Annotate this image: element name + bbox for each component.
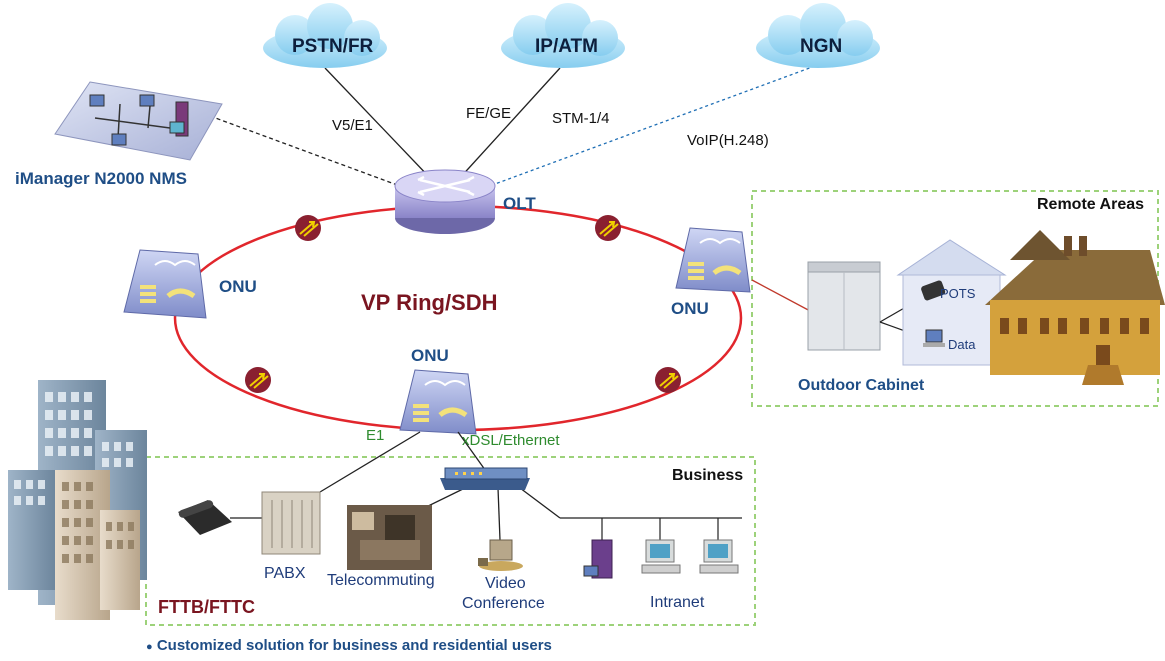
- link-switch-intranet: [519, 487, 561, 519]
- server-icon: [583, 539, 613, 579]
- intranet-pc-icon: [641, 539, 681, 574]
- pstn-cloud-icon: [263, 3, 387, 68]
- olt-label: OLT: [503, 194, 536, 213]
- remote-areas-title: Remote Areas: [1037, 196, 1145, 213]
- ipatm-cloud-label: IP/ATM: [535, 36, 598, 57]
- telecommuting-photo: [347, 505, 432, 570]
- footer-text: Customized solution for business and res…: [156, 637, 552, 654]
- business-title: Business: [672, 467, 744, 484]
- onu-bottom-label: ONU: [411, 346, 449, 365]
- pc-icon: [923, 329, 945, 347]
- ngn-cloud-label: NGN: [800, 36, 843, 57]
- pabx-cabinet-icon: [261, 491, 321, 555]
- fttb-label: FTTB/FTTC: [158, 597, 255, 617]
- desk-phone-icon: [178, 500, 232, 535]
- stm-link-label: STM-1/4: [552, 110, 610, 127]
- onu-right-label: ONU: [671, 299, 709, 318]
- ring-repeater-icon: [245, 367, 271, 393]
- voip-link-label: VoIP(H.248): [687, 132, 769, 149]
- onu-right-icon: [675, 227, 751, 293]
- ngn-cloud-icon: [756, 3, 880, 68]
- residential-house-icon: [985, 230, 1165, 385]
- phone-icon: [921, 280, 946, 301]
- link-onu-cabinet: [751, 279, 813, 313]
- ring-label: VP Ring/SDH: [361, 290, 498, 315]
- v5-link-label: V5/E1: [332, 117, 373, 134]
- nms-network-icon: [54, 81, 223, 161]
- link-ipatm-olt: [457, 67, 561, 181]
- house-outline-icon: [896, 239, 1007, 366]
- link-onu-pabx: [319, 431, 421, 493]
- office-buildings-icon: [8, 380, 147, 620]
- intranet-pc-icon: [699, 539, 739, 574]
- ethernet-switch-icon: [440, 467, 530, 490]
- footer-note: ● Customized solution for business and r…: [146, 638, 552, 653]
- link-ngn-olt: [494, 65, 816, 185]
- link-pstn-olt: [324, 67, 433, 181]
- nms-label: iManager N2000 NMS: [15, 169, 187, 188]
- data-label: Data: [948, 337, 976, 352]
- xdsl-link-label: xDSL/Ethernet: [462, 432, 560, 449]
- onu-left-label: ONU: [219, 277, 257, 296]
- video-conference-icon: [478, 539, 523, 571]
- ring-repeater-icon: [655, 367, 681, 393]
- pabx-label: PABX: [264, 565, 306, 582]
- video-label-line2: Conference: [462, 595, 545, 612]
- e1-link-label: E1: [366, 427, 385, 444]
- pots-label: POTS: [940, 286, 976, 301]
- link-switch-video: [497, 487, 501, 541]
- link-nms-olt: [209, 115, 401, 187]
- intranet-label: Intranet: [650, 594, 705, 611]
- bullet-icon: ●: [146, 641, 153, 653]
- fege-link-label: FE/GE: [466, 105, 512, 122]
- pstn-cloud-label: PSTN/FR: [292, 36, 374, 57]
- onu-left-icon: [123, 249, 207, 319]
- onu-bottom-icon: [399, 369, 477, 435]
- ring-repeater-icon: [595, 215, 621, 241]
- ring-repeater-icon: [295, 215, 321, 241]
- link-onu-switch: [457, 431, 489, 475]
- video-label-line1: Video: [485, 575, 526, 592]
- olt-router-icon: [394, 169, 496, 234]
- ipatm-cloud-icon: [501, 3, 625, 68]
- telecommuting-label: Telecommuting: [327, 572, 435, 589]
- outdoor-cabinet-label: Outdoor Cabinet: [798, 377, 925, 394]
- outdoor-cabinet-icon: [807, 261, 881, 351]
